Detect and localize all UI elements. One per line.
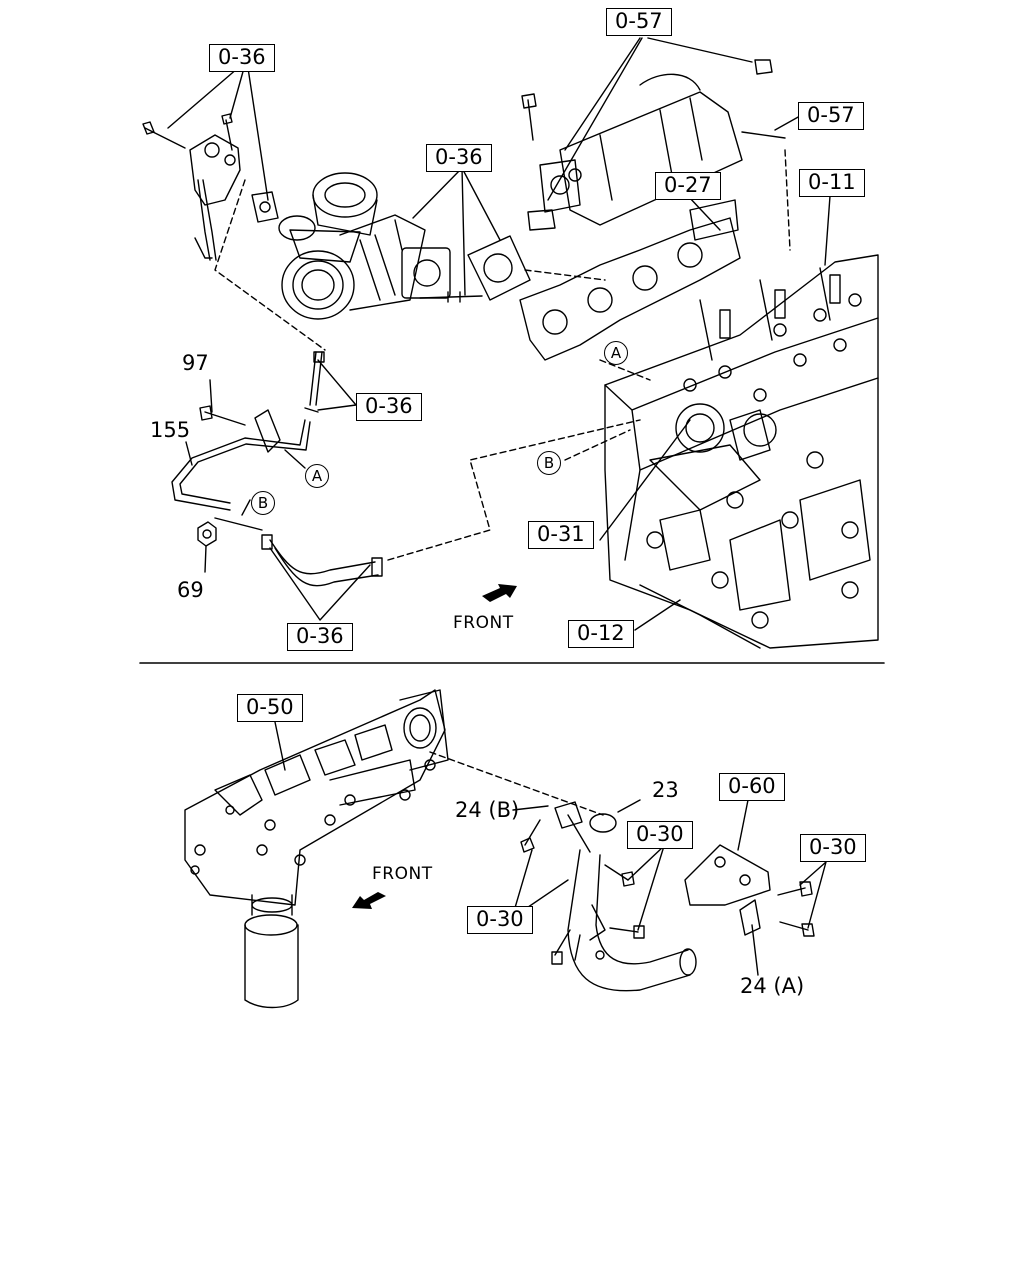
dashed-lines-bottom xyxy=(429,751,604,816)
o-ring-23 xyxy=(589,813,617,833)
oil-filter xyxy=(244,894,299,1009)
ref-label-0-36-topleft: 0-36 xyxy=(209,44,275,72)
ref-label-0-27: 0-27 xyxy=(655,172,721,200)
ref-label-0-12: 0-12 xyxy=(568,620,634,648)
ref-label-0-36-mid: 0-36 xyxy=(426,144,492,172)
bolts-bottom xyxy=(520,819,815,939)
ref-label-0-57-right: 0-57 xyxy=(798,102,864,130)
ref-label-0-36-hose: 0-36 xyxy=(356,393,422,421)
oil-cooler-housing xyxy=(184,689,449,906)
stud-bolt xyxy=(419,291,483,303)
front-direction-label-top: FRONT xyxy=(453,613,514,633)
turbo-flange-gasket xyxy=(467,235,531,301)
front-direction-label-bottom: FRONT xyxy=(372,864,433,884)
leader-lines-top xyxy=(167,37,831,631)
ref-label-0-50: 0-50 xyxy=(237,694,303,722)
turbo-oil-feed-fitting xyxy=(142,113,241,261)
front-arrow-bottom xyxy=(352,892,386,909)
engine-block xyxy=(604,254,879,649)
bracket-0-60 xyxy=(684,844,771,936)
turbocharger xyxy=(278,172,451,320)
ref-label-0-30-right: 0-30 xyxy=(800,834,866,862)
part-number-24b: 24 (B) xyxy=(455,798,520,822)
callout-marker-a-pipe: A xyxy=(305,464,329,488)
nut-69 xyxy=(197,521,217,547)
part-number-155: 155 xyxy=(150,418,191,442)
part-number-97: 97 xyxy=(182,351,209,375)
part-number-24a: 24 (A) xyxy=(740,974,805,998)
turbo-gasket xyxy=(251,191,279,223)
water-pipe-bottom xyxy=(551,801,697,992)
ref-label-0-57-top: 0-57 xyxy=(606,8,672,36)
callout-marker-a-engine: A xyxy=(604,341,628,365)
dashed-lines-top xyxy=(214,149,791,561)
part-number-69: 69 xyxy=(177,578,204,602)
exhaust-manifold xyxy=(519,199,741,361)
ref-label-0-31: 0-31 xyxy=(528,521,594,549)
leader-lines-bottom xyxy=(274,721,827,976)
oil-return-pipe xyxy=(304,351,325,413)
water-hose xyxy=(261,534,383,587)
callout-marker-b-pipe: B xyxy=(251,491,275,515)
ref-label-0-30-left: 0-30 xyxy=(467,906,533,934)
ref-label-0-11: 0-11 xyxy=(799,169,865,197)
part-number-23: 23 xyxy=(652,778,679,802)
egr-cooler xyxy=(521,59,786,231)
ref-label-0-36-bottom: 0-36 xyxy=(287,623,353,651)
ref-label-0-60: 0-60 xyxy=(719,773,785,801)
callout-marker-b-engine: B xyxy=(537,451,561,475)
front-arrow-top xyxy=(482,584,517,602)
water-pipe-155 xyxy=(171,405,311,531)
ref-label-0-30-mid: 0-30 xyxy=(627,821,693,849)
